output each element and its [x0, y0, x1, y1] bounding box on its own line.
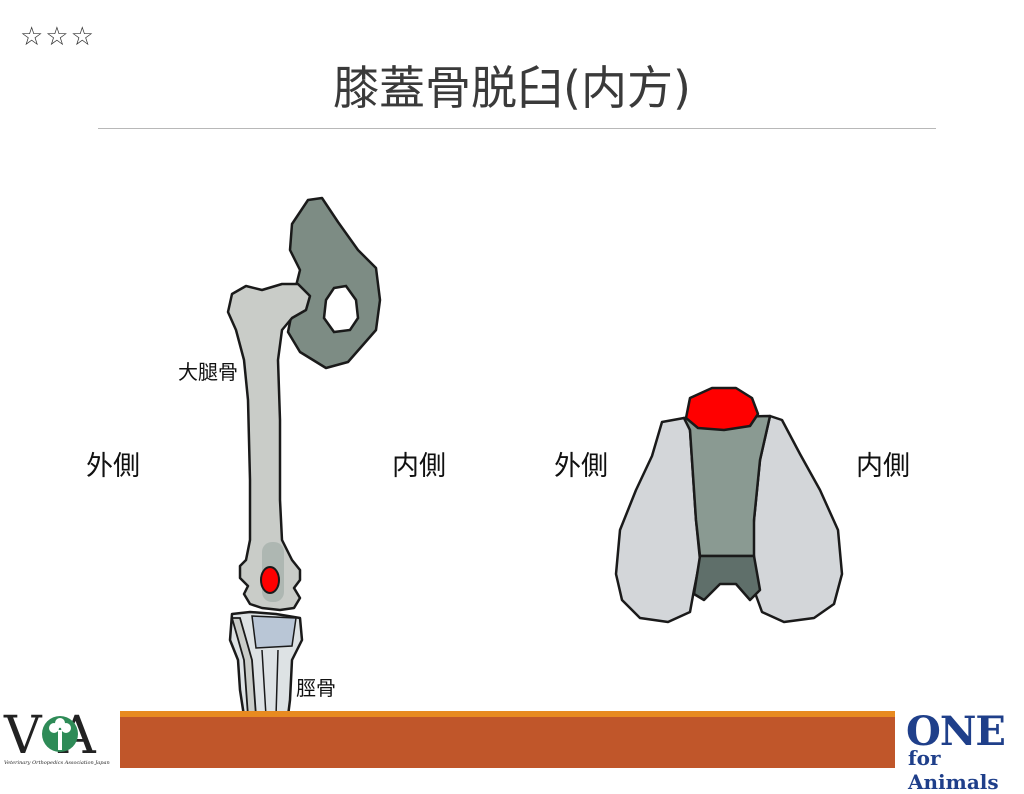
right-medial-label: 内側: [856, 451, 910, 482]
voa-logo: V A Veterinary Orthopedics Association J…: [0, 706, 120, 768]
one-logo-text: ONE: [906, 708, 1006, 755]
leg-bones-diagram: [226, 196, 382, 720]
tree-icon: [42, 716, 78, 752]
patella-right: [684, 386, 760, 432]
rating-stars: ☆☆☆: [20, 22, 96, 52]
tibia-shaft-line: [261, 649, 279, 717]
tibial-plateau: [251, 615, 297, 649]
footer-bar: [120, 711, 895, 768]
femur-bone: [226, 282, 312, 612]
one-logo: ONE for Animals: [900, 706, 1024, 794]
page-title: 膝蓋骨脱臼(内方): [333, 61, 691, 115]
right-lateral-label: 外側: [554, 451, 608, 482]
voa-logo-subtitle: Veterinary Orthopedics Association Japan: [4, 760, 110, 766]
tibia-label: 脛骨: [296, 676, 336, 700]
left-lateral-label: 外側: [86, 451, 140, 482]
left-medial-label: 内側: [392, 451, 446, 482]
one-logo-subtitle: for Animals: [908, 746, 999, 794]
femur-label: 大腿骨: [178, 360, 238, 384]
pelvis-bone: [286, 196, 382, 370]
distal-femur-diagram: [614, 386, 844, 624]
obturator-foramen: [322, 284, 360, 334]
title-divider: [98, 128, 936, 129]
intercondylar-notch: [692, 554, 762, 602]
patella-left: [260, 566, 280, 594]
